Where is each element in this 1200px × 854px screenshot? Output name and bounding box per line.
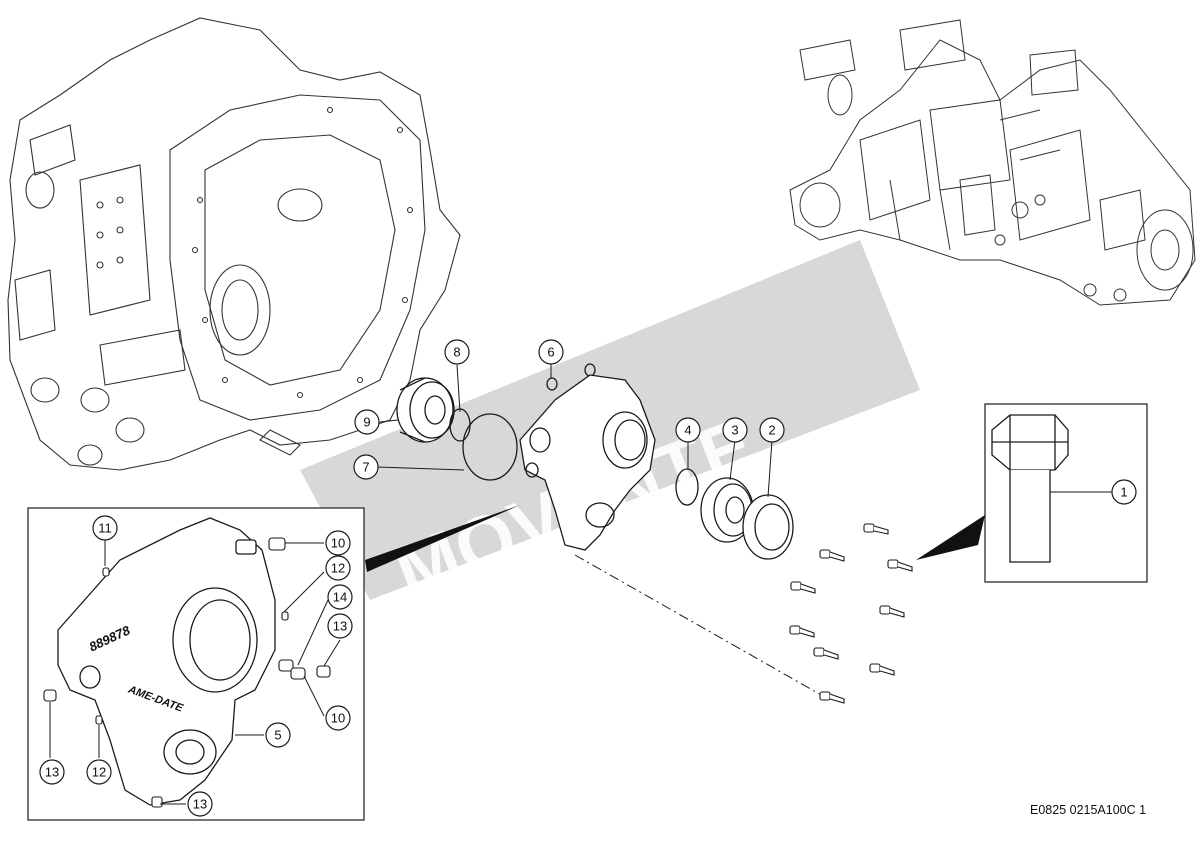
callout-circle (92, 515, 118, 541)
callout-circle (354, 409, 380, 435)
callout-number: 11 (98, 521, 112, 536)
callout-number: 13 (45, 765, 59, 780)
callout-circle (327, 584, 353, 610)
exploded-parts (396, 363, 831, 701)
callout-circle (39, 759, 65, 785)
callout-leaders (377, 364, 773, 498)
callout-circle (325, 555, 351, 581)
bolt (863, 523, 889, 535)
callout-c6: 6 (538, 339, 564, 365)
callout-number: 5 (274, 728, 281, 743)
callout-circle (353, 454, 379, 480)
callout-c11: 11 (92, 515, 118, 541)
bolt (789, 625, 815, 638)
cover-housing-center (519, 374, 656, 551)
callout-number: 13 (333, 619, 347, 634)
callout-c13b: 13 (39, 759, 65, 785)
callout-number: 4 (684, 423, 691, 438)
callout-circle (265, 722, 291, 748)
callout-c4: 4 (675, 417, 701, 443)
drawing-reference-code: E0825 0215A100C 1 (1030, 803, 1147, 817)
bolt (819, 691, 845, 704)
bolt (869, 663, 895, 676)
callout-c14: 14 (327, 584, 353, 610)
callout-c12a: 12 (325, 555, 351, 581)
callout-c5: 5 (265, 722, 291, 748)
callout-number: 6 (547, 345, 554, 360)
bolt (879, 605, 905, 618)
callout-c7: 7 (353, 454, 379, 480)
detail-pointer (365, 505, 520, 572)
callout-circle (675, 417, 701, 443)
callout-circle (538, 339, 564, 365)
callout-number: 8 (453, 345, 460, 360)
bearing-part-9 (396, 377, 455, 443)
callout-circle (187, 791, 213, 817)
callout-number: 7 (362, 460, 369, 475)
callout-number: 1 (1120, 485, 1127, 500)
callout-circle (86, 759, 112, 785)
bolt (813, 647, 839, 660)
callout-circle (1111, 479, 1137, 505)
callout-c13a: 13 (327, 613, 353, 639)
bolts-group (789, 523, 913, 704)
callout-number: 3 (731, 423, 738, 438)
seal-part-2 (742, 494, 794, 560)
callout-c1: 1 (1111, 479, 1137, 505)
callout-number: 12 (331, 561, 345, 576)
snap-ring-part-4 (675, 468, 699, 506)
callout-circle (444, 339, 470, 365)
callout-c8: 8 (444, 339, 470, 365)
callout-c10b: 10 (325, 705, 351, 731)
callout-number: 9 (363, 415, 370, 430)
callout-number: 12 (92, 765, 106, 780)
gearbox-housing-drawing (7, 17, 461, 471)
callout-number: 10 (331, 711, 345, 726)
callout-c12b: 12 (86, 759, 112, 785)
callout-c9: 9 (354, 409, 380, 435)
bolt (819, 549, 845, 562)
callout-circle (722, 417, 748, 443)
o-ring-part-7 (462, 413, 518, 481)
callout-number: 10 (331, 536, 345, 551)
callout-number: 14 (333, 590, 347, 605)
callout-circle (759, 417, 785, 443)
callout-c13c: 13 (187, 791, 213, 817)
bolt (790, 581, 816, 594)
callout-number: 13 (193, 797, 207, 812)
seal-part-6 (546, 377, 558, 391)
callout-c10a: 10 (325, 530, 351, 556)
callout-circle (327, 613, 353, 639)
transmission-assembly-drawing (789, 19, 1196, 306)
bolt (887, 559, 913, 572)
callout-number: 2 (768, 423, 775, 438)
callout-circle (325, 530, 351, 556)
callout-circle (325, 705, 351, 731)
callout-c3: 3 (722, 417, 748, 443)
cover-detail-box: 889878 AME-DATE (27, 507, 365, 821)
callout-c2: 2 (759, 417, 785, 443)
